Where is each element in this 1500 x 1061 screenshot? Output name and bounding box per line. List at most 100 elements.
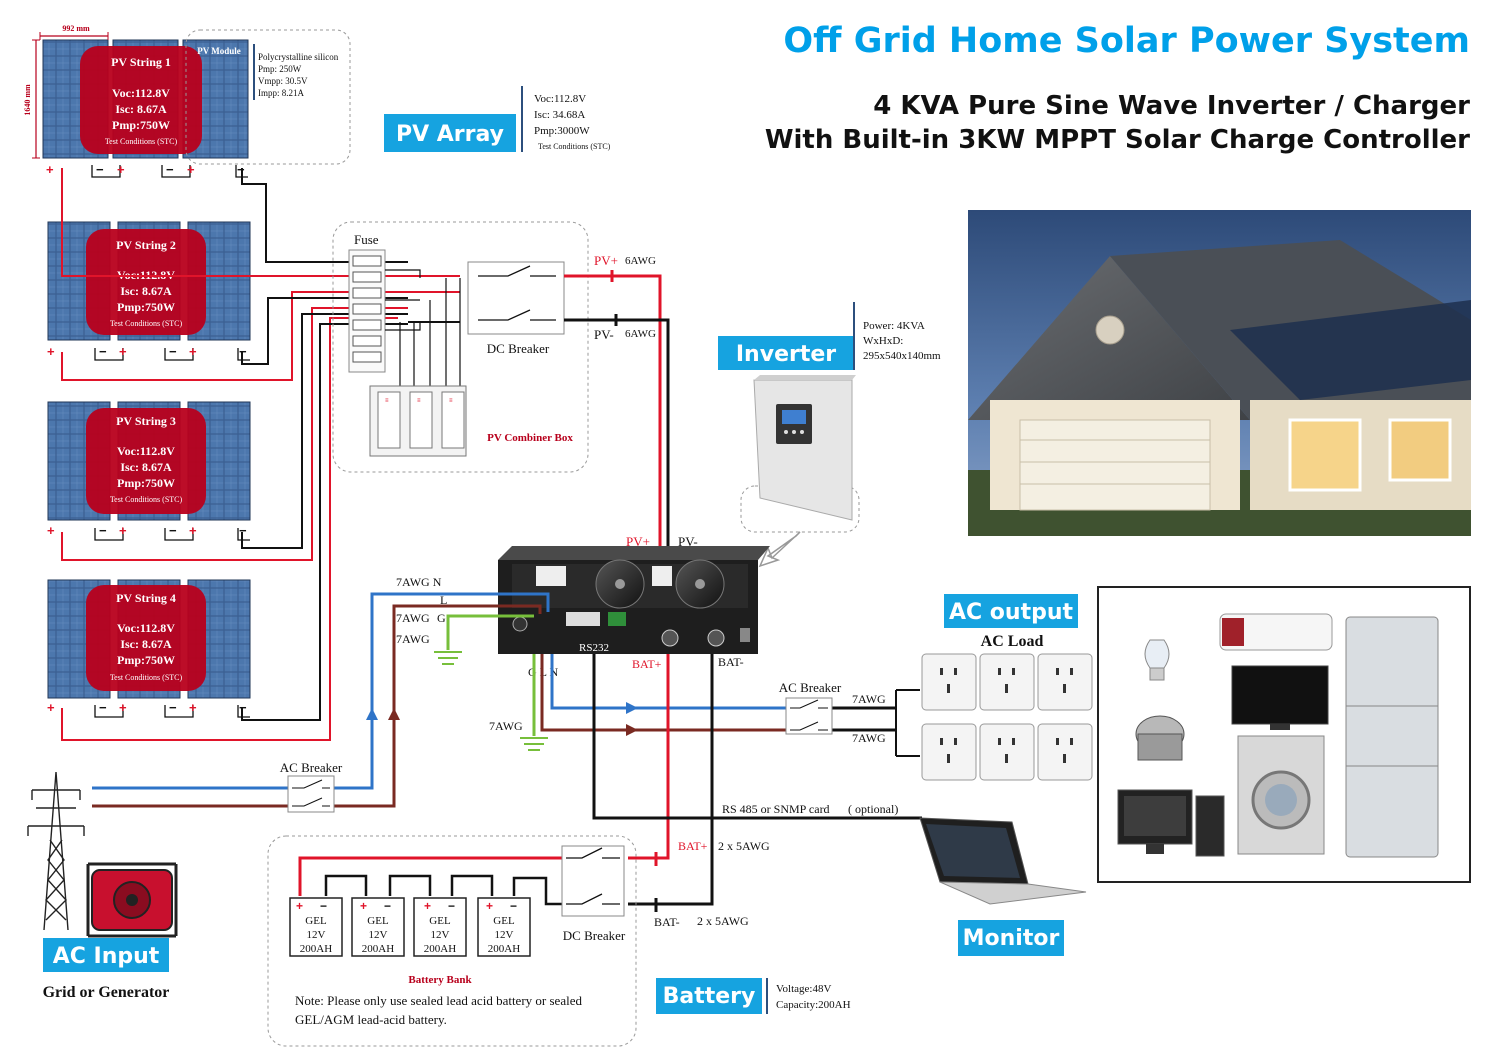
string-pmp: Pmp:750W [112, 118, 170, 132]
module-height: 1640 mm [23, 84, 32, 116]
svg-text:≡: ≡ [449, 398, 453, 404]
string-voc: Voc:112.8V [117, 444, 175, 458]
module-spec-3: Vmpp: 30.5V [258, 76, 308, 86]
ac-output-title: AC output [949, 600, 1074, 625]
inverter-dims-label: WxHxD: [863, 335, 903, 347]
string-test: Test Conditions (STC) [110, 319, 183, 328]
plus-sign: + [296, 899, 303, 913]
battery-cap: 200AH [424, 943, 456, 955]
string-voc: Voc:112.8V [112, 86, 170, 100]
string-isc: Isc: 8.67A [120, 637, 172, 651]
combiner-box-label: PV Combiner Box [487, 432, 573, 444]
pv-array-isc: Isc: 34.68A [534, 109, 585, 121]
inverter-dims: 295x540x140mm [863, 350, 941, 362]
inverter-bat-minus: BAT- [718, 655, 744, 669]
battery-volt: 12V [431, 929, 450, 941]
plus-sign: + [187, 162, 195, 177]
module-spec-2: Pmp: 250W [258, 64, 302, 74]
string-test: Test Conditions (STC) [110, 495, 183, 504]
battery-terminal-signs: + − + − + − + − [296, 899, 517, 913]
ac-input-breaker: AC Breaker [280, 760, 343, 813]
house-photo [968, 210, 1471, 536]
plus-sign: + [189, 700, 197, 715]
battery-label: Battery Voltage:48V Capacity:200AH [656, 978, 851, 1014]
minus-sign: − [169, 344, 177, 359]
svg-text:≡: ≡ [385, 398, 389, 404]
minus-sign: − [239, 344, 247, 359]
plus-sign: + [47, 523, 55, 538]
ac-in-g-awg: 7AWG [396, 611, 430, 625]
subtitle-line-2: With Built-in 3KW MPPT Solar Charge Cont… [765, 125, 1470, 155]
rs485-optional: ( optional) [848, 802, 898, 816]
battery-bank-label: Battery Bank [408, 974, 472, 986]
ac-input-arrows-brown [388, 708, 400, 720]
ac-output-breaker-label: AC Breaker [779, 680, 842, 695]
ac-output-arrows [626, 702, 638, 736]
monitor-label: Monitor [958, 920, 1064, 956]
battery-capacity: Capacity:200AH [776, 999, 851, 1011]
ac-in-n-label: 7AWG N [396, 575, 442, 589]
inverter-title: Inverter [736, 342, 836, 367]
minus-sign: − [320, 899, 327, 913]
plus-sign: + [189, 344, 197, 359]
string-name: PV String 2 [116, 238, 176, 252]
pv-string-1: PV String 1 Voc:112.8V Isc: 8.67A Pmp:75… [42, 39, 249, 159]
minus-sign: − [96, 162, 104, 177]
ac-sockets [921, 653, 1093, 781]
appliances-box [1097, 586, 1471, 883]
main-title: Off Grid Home Solar Power System [783, 21, 1470, 61]
ac-in-g-label: G [437, 611, 446, 625]
cooker-icon [1135, 715, 1185, 761]
battery-dc-breaker-label: DC Breaker [563, 928, 626, 943]
dc-breaker-label: DC Breaker [487, 341, 550, 356]
string-name: PV String 4 [116, 591, 176, 605]
pv-module-label: PV Module [197, 46, 241, 56]
battery-voltage: Voltage:48V [776, 983, 831, 995]
tv-icon [1231, 665, 1329, 730]
socket-holes [940, 668, 1073, 763]
battery-bank: + − + − + − + − GEL 12V 200AH GEL 12V 20… [267, 835, 637, 1047]
string-pmp: Pmp:750W [117, 476, 175, 490]
generator-icon [86, 862, 178, 938]
inverter-pv-minus: PV- [678, 534, 698, 549]
battery-volt: 12V [307, 929, 326, 941]
minus-sign: − [99, 700, 107, 715]
minus-sign: − [239, 523, 247, 538]
ac-input-title: AC Input [53, 944, 160, 969]
battery-volt: 12V [495, 929, 514, 941]
fridge-icon [1345, 616, 1439, 858]
ac-output-label: AC output AC Load [944, 594, 1078, 650]
pv-string-2: PV String 2 Voc:112.8V Isc: 8.67A Pmp:75… [47, 221, 251, 341]
minus-sign: − [99, 344, 107, 359]
plus-sign: + [486, 899, 493, 913]
air-conditioner-icon [1219, 613, 1333, 651]
monitor-title: Monitor [963, 926, 1060, 951]
ac-input-wires [92, 592, 550, 808]
ac-load-label: AC Load [981, 633, 1044, 650]
battery-note-1: Note: Please only use sealed lead acid b… [295, 993, 582, 1008]
pv-array-test: Test Conditions (STC) [538, 142, 611, 151]
ac-input-breaker-label: AC Breaker [280, 760, 343, 775]
minus-sign: − [166, 162, 174, 177]
battery-type: GEL [305, 915, 327, 927]
ground-symbol-output [520, 737, 548, 751]
desktop-computer-icon [1117, 789, 1225, 857]
pv-module-callout: PV Module Polycrystalline silicon Pmp: 2… [185, 29, 351, 165]
inverter-arrow [758, 531, 801, 568]
bat-plus-gauge: 2 x 5AWG [718, 839, 770, 853]
module-spec-4: Impp: 8.21A [258, 88, 304, 98]
plus-sign: + [46, 162, 54, 177]
minus-sign: − [169, 523, 177, 538]
module-dimensions: 992 mm 1640 mm [23, 24, 109, 159]
inverter-terminal-panel: RS232 [498, 546, 770, 654]
battery-cap: 200AH [362, 943, 394, 955]
string-isc: Isc: 8.67A [120, 284, 172, 298]
module-width: 992 mm [62, 24, 90, 33]
plus-sign: + [424, 899, 431, 913]
ac-input-label: AC Input Grid or Generator [43, 938, 169, 1001]
inverter-label: Inverter Power: 4KVA WxHxD: 295x540x140m… [718, 302, 941, 370]
pv-minus-label: PV- [594, 327, 614, 342]
inverter-pv-plus: PV+ [626, 534, 650, 549]
battery-links [324, 874, 566, 906]
laptop-icon [919, 817, 1087, 905]
